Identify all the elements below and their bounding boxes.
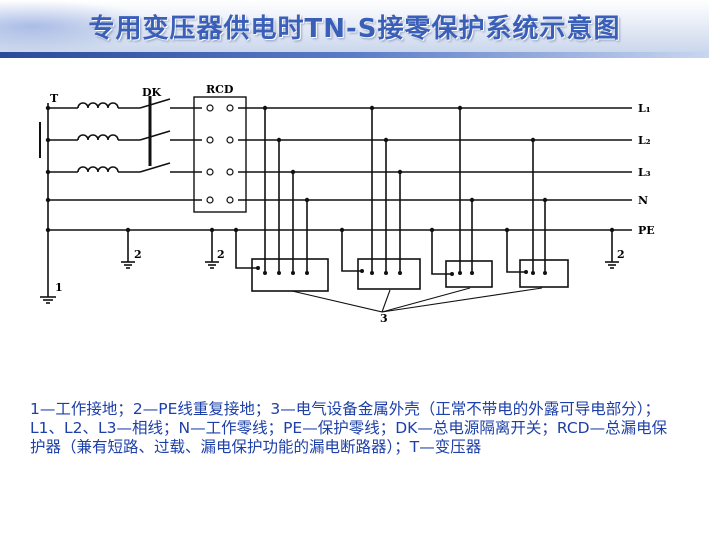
enclosure-label: 3 <box>380 312 388 325</box>
transformer-coil-1 <box>77 102 119 109</box>
header-stripe <box>0 52 709 58</box>
legend-text: 1—工作接地；2—PE线重复接地；3—电气设备金属外壳（正常不带电的外露可导电部… <box>30 400 668 456</box>
equipment-enclosure-1 <box>251 258 329 292</box>
repeat-ground-label-b: 2 <box>217 248 225 261</box>
l3-label: L₃ <box>638 166 651 179</box>
header-glow <box>0 0 160 52</box>
equipment-enclosure-4 <box>519 259 569 288</box>
slide-title: 专用变压器供电时TN-S接零保护系统示意图 <box>88 14 621 44</box>
transformer-coil-2 <box>77 134 119 141</box>
switch-label: DK <box>142 86 162 99</box>
slide-header: 专用变压器供电时TN-S接零保护系统示意图 <box>0 0 709 58</box>
n-label: N <box>638 194 648 207</box>
repeat-ground-label-c: 2 <box>617 248 625 261</box>
enclosure-leader-lines <box>291 287 543 313</box>
repeat-ground-label-a: 2 <box>134 248 142 261</box>
l1-label: L₁ <box>638 102 651 115</box>
working-ground-label: 1 <box>55 281 63 294</box>
repeat-ground-symbol-a <box>121 230 135 269</box>
working-ground-symbol <box>40 295 56 304</box>
l2-label: L₂ <box>638 134 651 147</box>
repeat-ground-symbol-b <box>205 230 219 269</box>
rcd-box <box>193 96 247 213</box>
tn-s-wiring-diagram: T DK RCD L₁ L₂ L₃ N PE 1 2 2 2 3 <box>39 83 655 325</box>
transformer-label: T <box>50 92 59 105</box>
pe-label: PE <box>638 224 655 237</box>
equipment-enclosure-2 <box>357 258 421 290</box>
repeat-ground-symbol-c <box>605 230 619 269</box>
rcd-label: RCD <box>206 83 234 96</box>
junction-dots <box>45 105 615 276</box>
transformer-coil-3 <box>77 166 119 173</box>
rcd-terminals <box>206 104 234 204</box>
